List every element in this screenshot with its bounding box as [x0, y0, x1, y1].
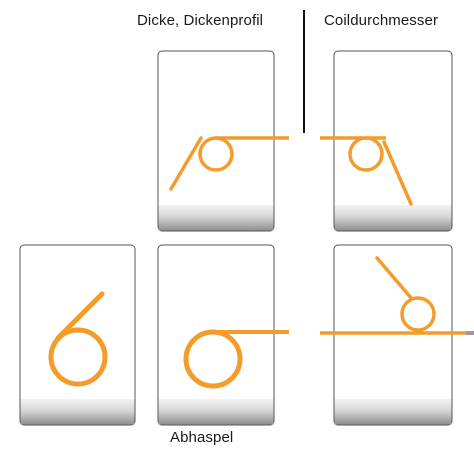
label-decoiler: Abhaspel	[170, 429, 234, 446]
label-coil-diameter: Coildurchmesser	[324, 12, 439, 29]
panel-coil-start	[19, 244, 136, 426]
panel-base	[20, 399, 135, 425]
strip-end-marker	[466, 331, 474, 335]
panel-frame	[333, 244, 453, 426]
strip-coil	[169, 136, 289, 191]
panel-thickness	[157, 50, 289, 232]
panel-base	[158, 205, 274, 231]
panel-frame	[157, 50, 275, 232]
panel-frame	[157, 244, 275, 426]
panel-base	[334, 205, 452, 231]
panel-decoiler	[157, 244, 289, 426]
strip-coil	[320, 256, 466, 335]
panel-base	[158, 399, 274, 425]
panel-frame	[333, 50, 453, 232]
strip-coil	[48, 291, 108, 387]
label-thickness: Dicke, Dickenprofil	[137, 12, 264, 29]
panel-base	[334, 399, 452, 425]
panel-frame	[19, 244, 136, 426]
panel-strip-exit	[320, 244, 474, 426]
strip-coil	[183, 329, 289, 389]
panel-coil-diameter	[320, 50, 453, 232]
strip-coil	[320, 136, 413, 206]
